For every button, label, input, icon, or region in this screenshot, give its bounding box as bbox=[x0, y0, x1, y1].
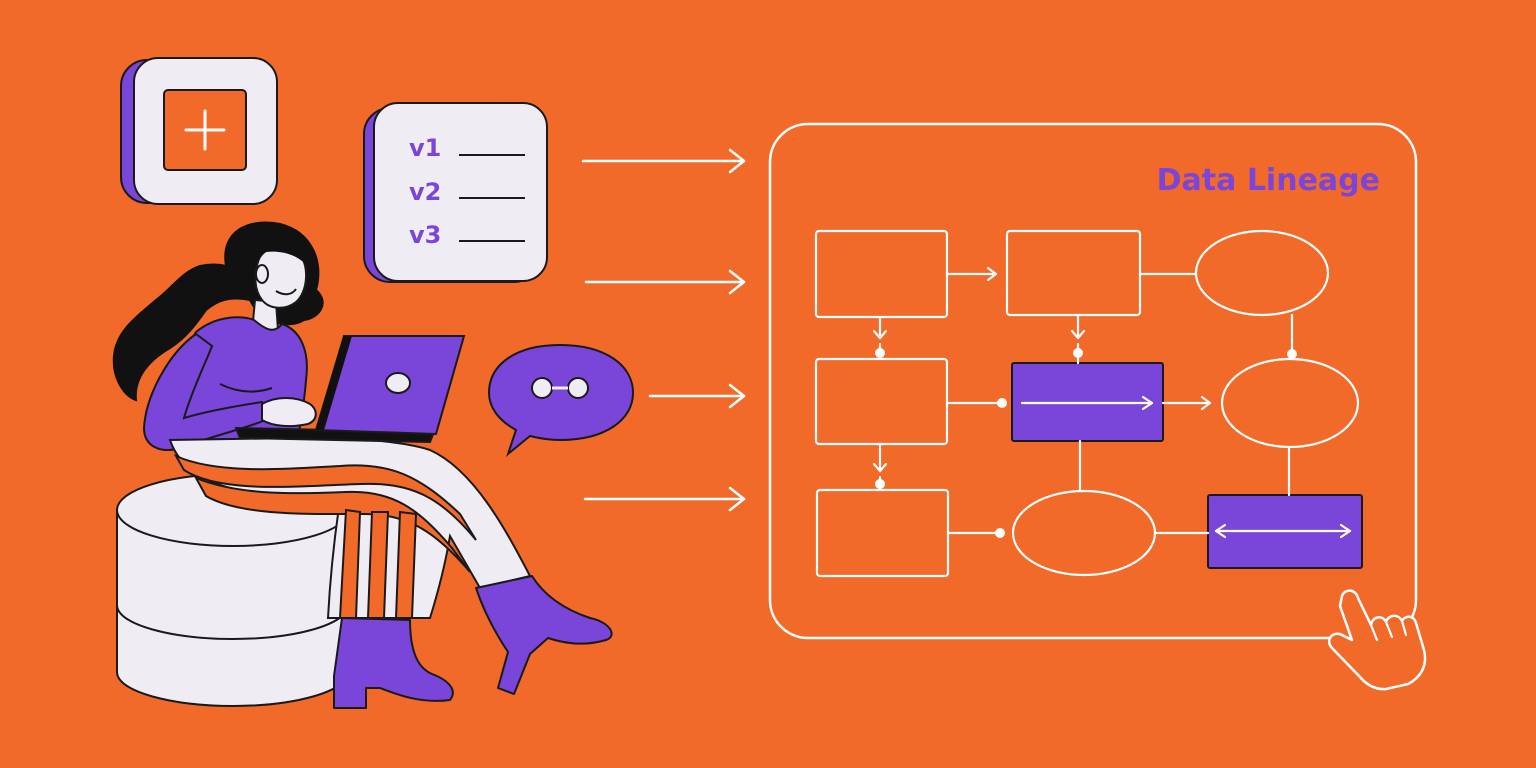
node-row1-b bbox=[1005, 229, 1142, 317]
input-arrows bbox=[581, 148, 746, 512]
node-row3-a bbox=[815, 488, 950, 578]
lineage-panel: Data Lineage bbox=[768, 122, 1418, 640]
lineage-title: Data Lineage bbox=[1157, 163, 1380, 198]
node-row1-c bbox=[1194, 229, 1330, 317]
node-row1-a bbox=[814, 229, 949, 319]
speech-bubble-icon bbox=[487, 343, 635, 457]
connector-dots bbox=[875, 348, 1297, 538]
plus-icon bbox=[184, 109, 226, 151]
version-label-2: v2 bbox=[409, 178, 441, 206]
laptop-icon bbox=[234, 335, 466, 444]
boots bbox=[333, 575, 613, 709]
arrow-right-icon bbox=[648, 383, 746, 409]
arrow-right-icon bbox=[581, 148, 746, 174]
versions-card: v1 v2 v3 bbox=[363, 102, 548, 283]
version-label-1: v1 bbox=[409, 134, 441, 162]
version-label-3: v3 bbox=[409, 221, 441, 249]
lineage-flowchart bbox=[814, 229, 1363, 578]
person-illustration bbox=[112, 221, 613, 709]
arrow-right-icon bbox=[583, 486, 746, 512]
node-row2-a bbox=[814, 357, 949, 446]
arrow-right-icon bbox=[584, 269, 746, 295]
hand-pointer-icon bbox=[1328, 589, 1427, 691]
node-row3-b bbox=[1011, 489, 1157, 577]
node-row2-c bbox=[1220, 357, 1360, 449]
plus-card bbox=[120, 57, 278, 205]
